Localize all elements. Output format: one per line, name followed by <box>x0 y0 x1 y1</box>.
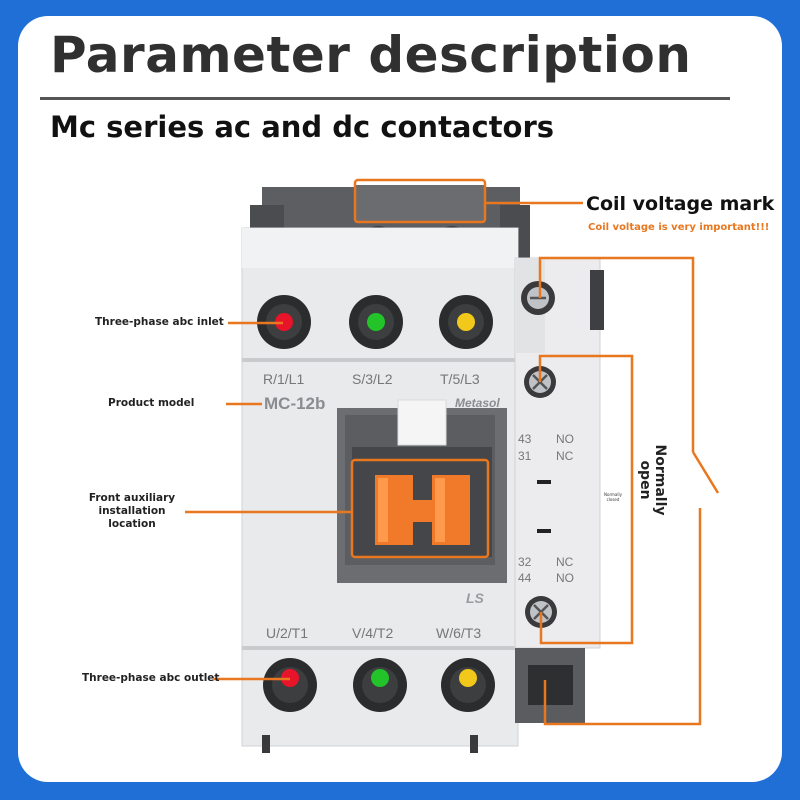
front-aux-label-line1: Front auxiliary <box>88 492 176 504</box>
inlet-label: Three-phase abc inlet <box>95 316 224 328</box>
front-aux-label-line2: installation <box>98 505 166 517</box>
aux-label-no-bottom: NO <box>556 571 574 585</box>
terminal-label-l1: R/1/L1 <box>263 371 305 387</box>
aux-label-nc-top: NC <box>556 449 574 463</box>
normally-open-label: Normally open <box>637 444 668 516</box>
front-aux-label: Front auxiliary installation location <box>84 492 180 531</box>
inlet-terminal-c <box>439 295 493 349</box>
aux-screw-top <box>521 281 555 315</box>
model-number: MC-12b <box>264 394 326 413</box>
terminal-label-t3: W/6/T3 <box>436 625 482 641</box>
inlet-terminal-b <box>349 295 403 349</box>
terminal-label-l2: S/3/L2 <box>352 371 393 387</box>
front-aux-actuator <box>375 475 470 545</box>
outlet-label: Three-phase abc outlet <box>82 672 220 684</box>
title-divider <box>40 97 730 100</box>
aux-label-43: 43 <box>518 432 532 446</box>
aux-label-no-top: NO <box>556 432 574 446</box>
aux-label-31: 31 <box>518 449 532 463</box>
normally-open-line2: open <box>637 460 653 500</box>
product-model-label: Product model <box>108 397 195 409</box>
normally-open-line1: Normally <box>652 444 668 516</box>
page-subtitle: Mc series ac and dc contactors <box>50 110 555 144</box>
normally-closed-line1: Normally <box>604 492 622 497</box>
brand-name: Metasol <box>455 396 500 410</box>
brand-logo: LS <box>466 590 484 606</box>
coil-voltage-warning: Coil voltage is very important!!! <box>588 222 770 233</box>
coil-voltage-mark-label: Coil voltage mark <box>586 193 775 215</box>
aux-label-44: 44 <box>518 571 532 585</box>
outlet-terminal-a <box>263 658 317 712</box>
front-aux-label-line3: location <box>108 518 156 530</box>
page-title: Parameter description <box>50 26 692 84</box>
inlet-terminal-a <box>257 295 311 349</box>
normally-closed-line2: closed <box>606 497 620 502</box>
aux-label-32: 32 <box>518 555 532 569</box>
terminal-label-t1: U/2/T1 <box>266 625 309 641</box>
aux-label-nc-bottom: NC <box>556 555 574 569</box>
normally-closed-label: Normally closed <box>598 492 628 502</box>
terminal-label-t2: V/4/T2 <box>352 625 394 641</box>
terminal-label-l3: T/5/L3 <box>440 371 480 387</box>
outlet-terminal-b <box>353 658 407 712</box>
outlet-terminal-c <box>441 658 495 712</box>
